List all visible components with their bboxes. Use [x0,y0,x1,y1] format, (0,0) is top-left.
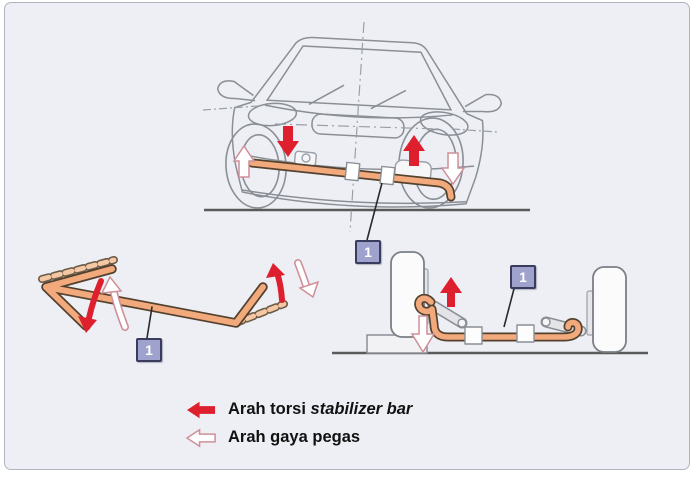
legend-item-spring: Arah gaya pegas [186,427,412,448]
left-wiper [308,84,345,106]
axle-right-wheel [592,266,627,353]
bar-twisted-solid [41,264,268,331]
callout-line-isolated-bar [146,306,153,339]
legend-label-torsion: Arah torsi stabilizer bar [228,400,413,418]
torsion-up-arrow-icon [403,135,425,166]
callout-axle-view: 1 [510,265,536,289]
stabilizer-bar-axle-view [414,293,583,345]
car-front-view-diagram [202,21,530,241]
isolated-stabilizer-bar-diagram [38,256,320,339]
torsion-curved-up-arrowhead [266,263,285,278]
axle-spring-down-arrow-icon [410,315,436,354]
spring-curved-down-arrow-icon [294,259,320,299]
callout-line-front-view [366,182,383,241]
right-wiper [370,89,407,110]
callout-isolated-bar: 1 [136,338,162,362]
torsion-down-arrow-icon [277,126,299,157]
legend-label-spring: Arah gaya pegas [228,428,361,446]
car-body-outline [216,36,503,208]
axle-bar-bushings [464,324,535,345]
left-control-arm [428,300,468,329]
red-solid-left-arrow-icon [186,401,216,418]
torsion-curved-down-arrowhead [78,316,97,333]
left-mirror [216,80,256,102]
reference-lines [202,21,498,233]
spring-curved-up-arrow-icon [100,275,129,331]
callout-line-axle-view [503,284,516,328]
torsion-curved-up-arrow-icon [275,273,285,303]
suspension-brackets [293,150,432,183]
figure-frame [4,2,690,470]
legend-item-torsion: Arah torsi stabilizer bar [186,399,412,420]
axle-torsion-up-arrow-icon [440,277,462,307]
legend: Arah torsi stabilizer bar Arah gaya pega… [186,399,412,448]
torsion-curved-down-arrow-icon [86,278,104,321]
callout-front-view: 1 [355,240,381,264]
stabilizer-bar-front-view [247,158,456,202]
axle-view-diagram [332,251,648,355]
spring-down-arrow-icon [440,152,466,186]
bar-bushings [344,161,396,186]
spring-up-arrow-icon [232,144,256,178]
white-outline-left-arrow-icon [186,427,216,448]
right-mirror [462,93,503,113]
